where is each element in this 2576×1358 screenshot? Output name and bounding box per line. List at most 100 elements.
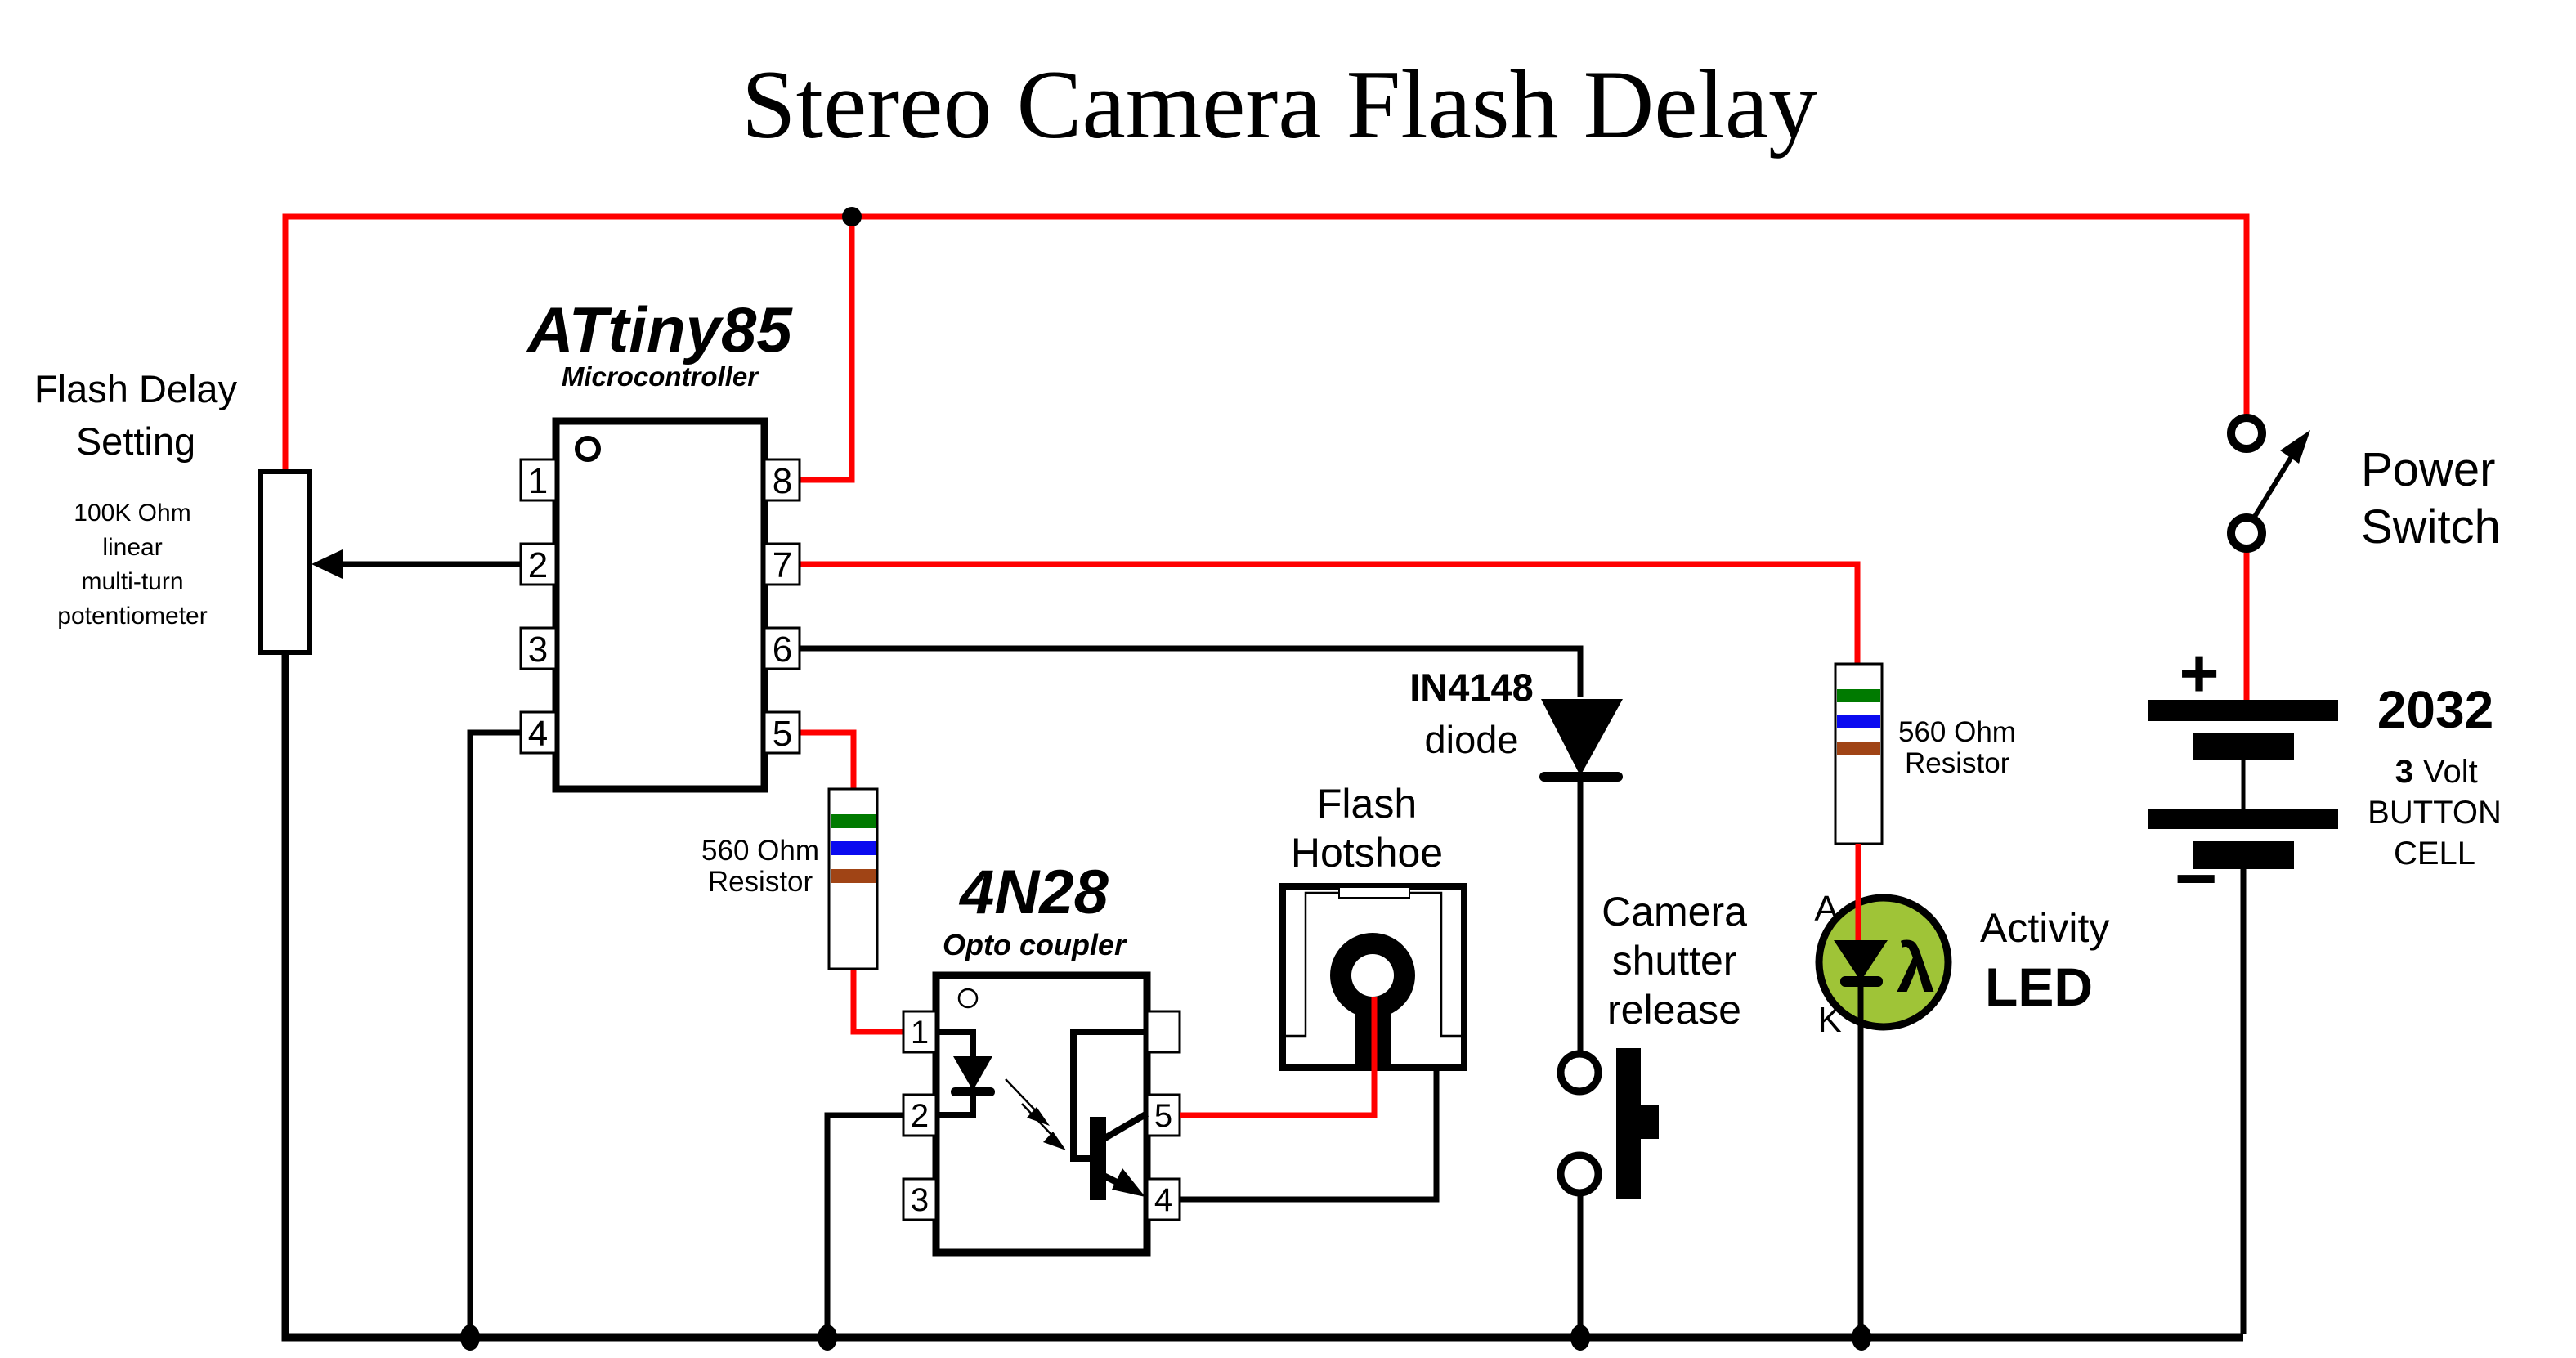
attiny85-pinbox-3 [519, 626, 558, 670]
resistor-1-band-blue [831, 841, 876, 855]
ground-bus [281, 652, 2243, 1342]
ground-wires [281, 561, 2247, 1342]
led-body [1815, 894, 1952, 1031]
power-wires [282, 213, 2250, 1035]
pot-spec-line2: linear [102, 534, 162, 561]
resistor-1-label-line1: 560 Ohm [701, 835, 819, 867]
led-triangle [1834, 940, 1888, 981]
resistor-1-label-line2: Resistor [708, 866, 813, 898]
wire-mcu-pin6-to-diode [799, 645, 1584, 697]
junction-bus-4 [1852, 1324, 1871, 1351]
opto-collector [1101, 1110, 1149, 1142]
battery-plate-pos2 [2148, 809, 2338, 829]
mcu-pin1-label: 1 [528, 461, 548, 501]
opto-name: 4N28 [958, 858, 1109, 927]
opto-pinbox-2 [902, 1093, 938, 1137]
junction-bus-1 [460, 1324, 480, 1351]
in4148-diode [1539, 699, 1623, 782]
mcu-pin2-label: 2 [528, 545, 548, 585]
mcu-name: ATtiny85 [526, 294, 793, 365]
led-cathode-bar [1840, 976, 1883, 987]
top-power-bus [282, 213, 2250, 472]
resistor-2-label-line1: 560 Ohm [1898, 716, 2016, 748]
junction-top-bus [842, 207, 862, 226]
potentiometer-body [258, 469, 312, 655]
attiny85-pinbox-6 [763, 626, 801, 670]
opto-pin5-label: 5 [1154, 1098, 1172, 1134]
shutter-label-line3: release [1607, 987, 1741, 1033]
diode-cathode-bar [1539, 772, 1623, 782]
page-title: Stereo Camera Flash Delay [741, 50, 1817, 159]
switch-label-line2: Switch [2361, 500, 2501, 554]
resistor-2-band-blue [1837, 715, 1880, 728]
battery-plate-pos1 [2148, 700, 2338, 721]
pot-spec-line1: 100K Ohm [74, 500, 190, 527]
attiny85-pinbox-7 [763, 542, 801, 586]
labels: Stereo Camera Flash Delay Flash Delay Se… [34, 50, 2502, 1218]
battery-model: 2032 [2377, 680, 2493, 739]
resistor-1-band-brown [831, 869, 876, 883]
hotshoe-label-line1: Flash [1317, 781, 1417, 827]
mcu-pin7-label: 7 [773, 545, 792, 585]
hotshoe-label-line2: Hotshoe [1291, 830, 1443, 876]
battery-label-line3: CELL [2394, 836, 2475, 872]
battery-plus-sign: + [2179, 634, 2219, 711]
wire-mcu-pin4-to-bus [467, 729, 521, 1334]
mcu-pin5-label: 5 [773, 714, 792, 754]
shutter-label-line2: shutter [1612, 938, 1737, 984]
battery-label-line2: BUTTON [2368, 795, 2502, 831]
shutter-button-nub [1641, 1105, 1659, 1139]
pot-spec-line3: multi-turn [81, 568, 183, 595]
light-arrowhead-2 [1043, 1132, 1066, 1150]
wire-mcu-pin5-to-r1 [799, 729, 857, 789]
wire-opto-pin2-to-bus [824, 1112, 903, 1334]
resistor-2 [1834, 662, 1884, 845]
battery-volt-word: Volt [2423, 754, 2478, 790]
opto-pin1-notch [957, 988, 979, 1009]
opto-subtitle: Opto coupler [943, 928, 1127, 961]
diode-subtitle: diode [1425, 718, 1519, 761]
attiny85-body [552, 417, 768, 793]
battery-plate-neg2 [2193, 841, 2294, 869]
attiny85-pinbox-2 [519, 542, 558, 586]
opto-pinbox-3 [902, 1177, 938, 1221]
wire-mcu-pin8 [799, 217, 855, 483]
resistor-1 [827, 787, 879, 970]
shutter-terminal-bottom [1557, 1151, 1602, 1197]
activity-led [1815, 844, 1952, 1334]
led-cathode-label: K [1817, 1000, 1841, 1040]
battery-minus-sign: − [2175, 838, 2218, 920]
mcu-subtitle: Microcontroller [562, 361, 759, 392]
led-label-line1: Activity [1980, 905, 2109, 951]
mcu-pin8-label: 8 [773, 461, 792, 501]
opto-pin4-label: 4 [1154, 1182, 1172, 1218]
pot-title-line2: Setting [76, 419, 195, 463]
wire-mcu-pin7-to-r2 [799, 561, 1861, 664]
opto-pinbox-6 [1145, 1010, 1181, 1054]
junction-dots [460, 207, 1871, 1351]
wire-opto-pin5-to-hotshoe [1180, 997, 1378, 1118]
resistor-1-band-green [831, 814, 876, 828]
switch-label-line1: Power [2361, 443, 2495, 496]
opto-pin1-label: 1 [911, 1015, 929, 1051]
hotshoe-notch [1338, 886, 1410, 899]
opto-pinbox-4 [1145, 1177, 1181, 1221]
opto-coupler-chip [902, 971, 1181, 1257]
switch-terminal-bottom [2227, 513, 2266, 553]
resistor-2-band-brown [1837, 742, 1880, 755]
opto-pin2-label: 2 [911, 1098, 929, 1134]
switch-terminal-top [2227, 414, 2266, 453]
led-label-line2: LED [1985, 957, 2093, 1017]
led-anode-label: A [1814, 889, 1839, 929]
wiper-arrowhead [311, 549, 343, 579]
attiny85-pinbox-4 [519, 710, 558, 755]
attiny85-pinbox-8 [763, 458, 801, 502]
mcu-pin6-label: 6 [773, 630, 792, 670]
battery-plate-neg1 [2193, 733, 2294, 760]
battery-volt-number: 3 [2395, 754, 2413, 790]
hotshoe-contact-hole [1351, 954, 1394, 997]
opto-transistor-base-bar [1090, 1117, 1106, 1200]
button-cell-battery [2148, 700, 2338, 869]
